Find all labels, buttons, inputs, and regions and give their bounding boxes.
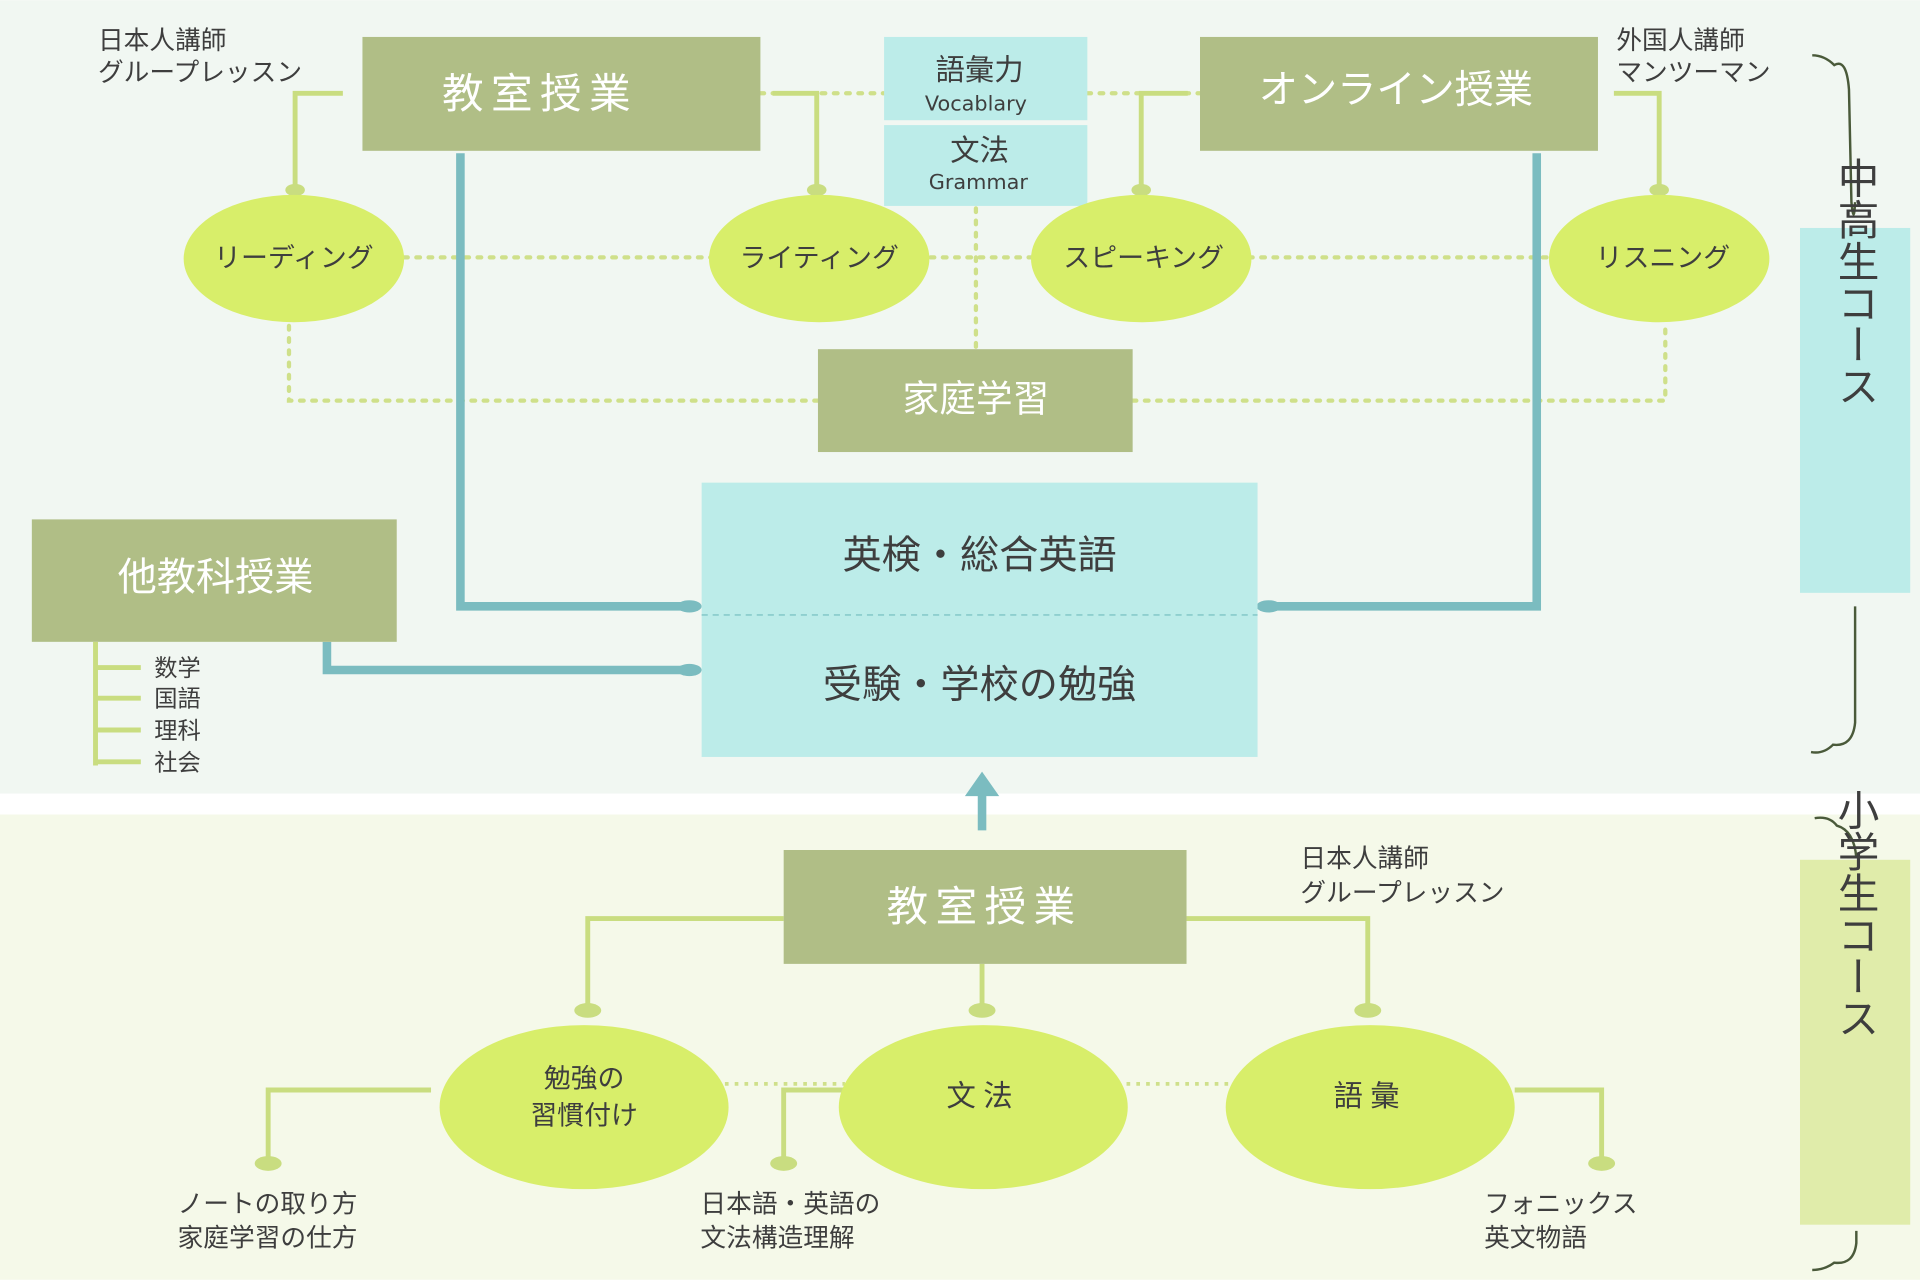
online-note: 外国人講師 [1616, 26, 1745, 56]
dotted-connectors [286, 91, 1668, 403]
skill-writing: ライティング [708, 194, 930, 323]
svg-text:文法: 文法 [950, 134, 1009, 168]
skill-reading: リーディング [183, 194, 405, 323]
subject-japanese: 国語 [154, 686, 201, 713]
svg-text:文法: 文法 [947, 1079, 1020, 1113]
lower-connectors [265, 916, 1605, 1164]
topic-vocabulary: 語彙 [1225, 1025, 1515, 1190]
section-divider [0, 793, 1920, 815]
home-study-box: 家庭学習 [817, 349, 1133, 453]
classroom-note-lower: 日本人講師 [1300, 844, 1429, 874]
svg-text:英文物語: 英文物語 [1484, 1224, 1587, 1254]
skill-speaking: スピーキング [1031, 194, 1252, 323]
online-box: オンライン授業 [1200, 36, 1598, 151]
topic-note: ノートの取り方 [178, 1189, 358, 1219]
brace-icon [1812, 816, 1858, 1272]
classroom-note-upper: 日本人講師 [98, 26, 227, 56]
arrow-up-icon [964, 771, 1000, 831]
svg-text:リスニング: リスニング [1596, 243, 1731, 274]
course-tag-lower: 小学生コース [1800, 789, 1911, 1225]
goal-exam: 受験・学校の勉強 [823, 663, 1136, 708]
svg-text:教室授業: 教室授業 [887, 882, 1083, 931]
svg-text:Grammar: Grammar [929, 170, 1029, 194]
svg-text:勉強の: 勉強の [544, 1064, 625, 1095]
subject-social: 社会 [154, 749, 201, 776]
svg-text:オンライン授業: オンライン授業 [1259, 68, 1533, 113]
svg-text:家庭学習の仕方: 家庭学習の仕方 [178, 1224, 358, 1254]
subject-tree [93, 641, 141, 766]
svg-text:中高生コース: 中高生コース [1831, 157, 1880, 407]
other-subjects-box: 他教科授業 [31, 519, 397, 642]
skill-connectors [292, 90, 1662, 190]
svg-text:ライティング: ライティング [739, 243, 898, 274]
svg-text:Vocablary: Vocablary [925, 91, 1027, 115]
svg-text:家庭学習: 家庭学習 [902, 378, 1049, 421]
course-tag-upper: 中高生コース [1800, 157, 1911, 593]
grammar-box: 文法 Grammar [884, 125, 1088, 206]
svg-text:グループレッスン: グループレッスン [1300, 878, 1504, 908]
svg-text:リーディング: リーディング [214, 243, 374, 274]
skill-listening: リスニング [1548, 194, 1770, 323]
svg-text:小学生コース: 小学生コース [1831, 789, 1880, 1039]
classroom-box-upper: 教室授業 [362, 36, 761, 151]
goal-box: 英検・総合英語 受験・学校の勉強 [701, 482, 1258, 757]
svg-text:グループレッスン: グループレッスン [98, 58, 302, 88]
svg-text:語彙: 語彙 [1333, 1079, 1406, 1113]
topic-note: フォニックス [1484, 1189, 1637, 1219]
vocab-box: 語彙力 Vocablary [884, 36, 1088, 121]
svg-text:他教科授業: 他教科授業 [118, 555, 314, 600]
topic-study-habit: 勉強の 習慣付け [439, 1025, 729, 1190]
topic-grammar: 文法 [838, 1025, 1128, 1190]
subject-math: 数学 [154, 655, 201, 682]
svg-text:文法構造理解: 文法構造理解 [700, 1224, 854, 1254]
svg-text:習慣付け: 習慣付け [530, 1100, 638, 1131]
brace-icon [1810, 54, 1857, 754]
subject-science: 理科 [154, 718, 201, 745]
svg-text:スピーキング: スピーキング [1063, 243, 1224, 274]
connector-dots [285, 183, 1669, 197]
svg-text:マンツーマン: マンツーマン [1616, 58, 1770, 88]
goal-eiken: 英検・総合英語 [842, 533, 1116, 578]
svg-text:教室授業: 教室授業 [442, 69, 638, 118]
topic-note: 日本語・英語の [700, 1189, 880, 1219]
svg-text:語彙力: 語彙力 [936, 53, 1024, 87]
classroom-box-lower: 教室授業 [783, 850, 1187, 964]
teal-connectors [322, 153, 1542, 675]
